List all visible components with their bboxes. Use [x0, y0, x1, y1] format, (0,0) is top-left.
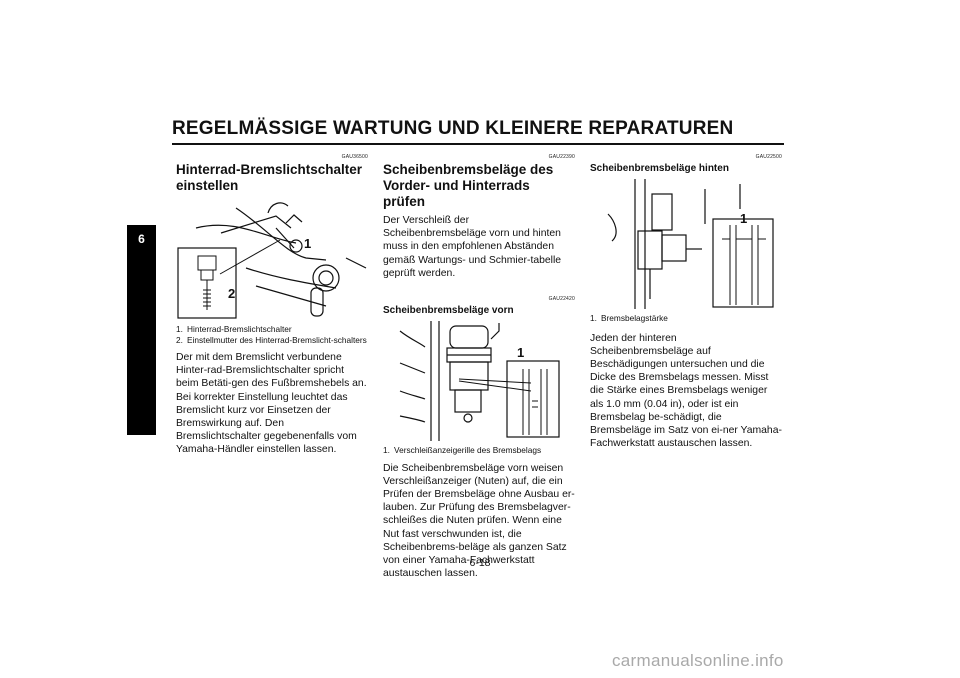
column-brake-light-switch: GAU36500 Hinterrad-Bremslichtschalter ei…: [176, 154, 368, 457]
page-title: REGELMÄSSIGE WARTUNG UND KLEINERE REPARA…: [172, 118, 734, 139]
section-title: Scheibenbremsbeläge des Vorder- und Hint…: [383, 162, 554, 209]
caption-text: Hinterrad-Bremslichtschalter: [187, 324, 292, 334]
page-header: REGELMÄSSIGE WARTUNG UND KLEINERE REPARA…: [172, 118, 784, 145]
header-rule: [172, 143, 784, 145]
page-number: 6-18: [469, 557, 491, 569]
brake-light-switch-figure: 1 2: [176, 198, 368, 320]
figure-caption: 1. Bremsbelagstärke: [590, 313, 782, 324]
figure-label-1: 1: [304, 236, 312, 251]
caption-number: 1.: [176, 324, 183, 334]
figure-label-2: 2: [228, 286, 236, 301]
section-code: GAU22500: [755, 154, 782, 160]
caption-number: 1.: [590, 313, 597, 323]
chapter-tab: 6: [127, 225, 156, 435]
figure-label-1: 1: [740, 211, 748, 226]
caption-item: 1. Verschleißanzeigerille des Bremsbelag…: [383, 445, 575, 456]
subsection-title: Scheibenbremsbeläge hinten: [590, 163, 729, 174]
brake-light-switch-illustration: [177, 202, 367, 319]
figure-caption: 1. Verschleißanzeigerille des Bremsbelag…: [383, 445, 575, 456]
watermark: carmanualsonline.info: [612, 651, 784, 670]
subsection-title: Scheibenbremsbeläge vorn: [383, 305, 514, 317]
figure-label-1: 1: [517, 345, 525, 361]
caption-item: 1. Bremsbelagstärke: [590, 313, 782, 324]
section-code: GAU22390: [548, 154, 575, 160]
caption-text: Bremsbelagstärke: [601, 313, 668, 323]
caption-number: 1.: [383, 445, 390, 456]
column-disc-brake-pads: GAU22390 Scheibenbremsbeläge des Vorder-…: [383, 154, 575, 580]
front-brake-illustration: [399, 321, 560, 442]
body-text: Der mit dem Bremslicht verbundene Hinter…: [176, 352, 367, 456]
figure-caption: 1. Hinterrad-Bremslichtschalter 2. Einst…: [176, 324, 368, 345]
section-code-2: GAU22420: [548, 296, 575, 303]
section-title: Hinterrad-Bremslichtschalter einstellen: [176, 162, 363, 193]
section-code: GAU36500: [341, 154, 368, 160]
caption-text: Verschleißanzeigerille des Bremsbelags: [394, 445, 542, 456]
caption-item: 2. Einstellmutter des Hinterrad-Bremslic…: [176, 335, 368, 346]
rear-brake-illustration: [607, 179, 774, 309]
chapter-number: 6: [138, 232, 145, 246]
caption-number: 2.: [176, 334, 183, 345]
intro-text: Der Verschleiß der Scheibenbremsbeläge v…: [383, 215, 562, 279]
body-text: Die Scheibenbremsbeläge vorn weisen Vers…: [383, 462, 575, 580]
rear-brake-figure: 1: [590, 179, 775, 309]
body-text: Jeden der hinteren Scheibenbremsbeläge a…: [590, 332, 782, 450]
caption-text: Einstellmutter des Hinterrad-Bremslicht-…: [187, 334, 367, 345]
front-brake-figure: 1: [395, 321, 565, 442]
caption-item: 1. Hinterrad-Bremslichtschalter: [176, 324, 368, 335]
column-rear-brake-pads: GAU22500 Scheibenbremsbeläge hinten: [590, 154, 782, 450]
